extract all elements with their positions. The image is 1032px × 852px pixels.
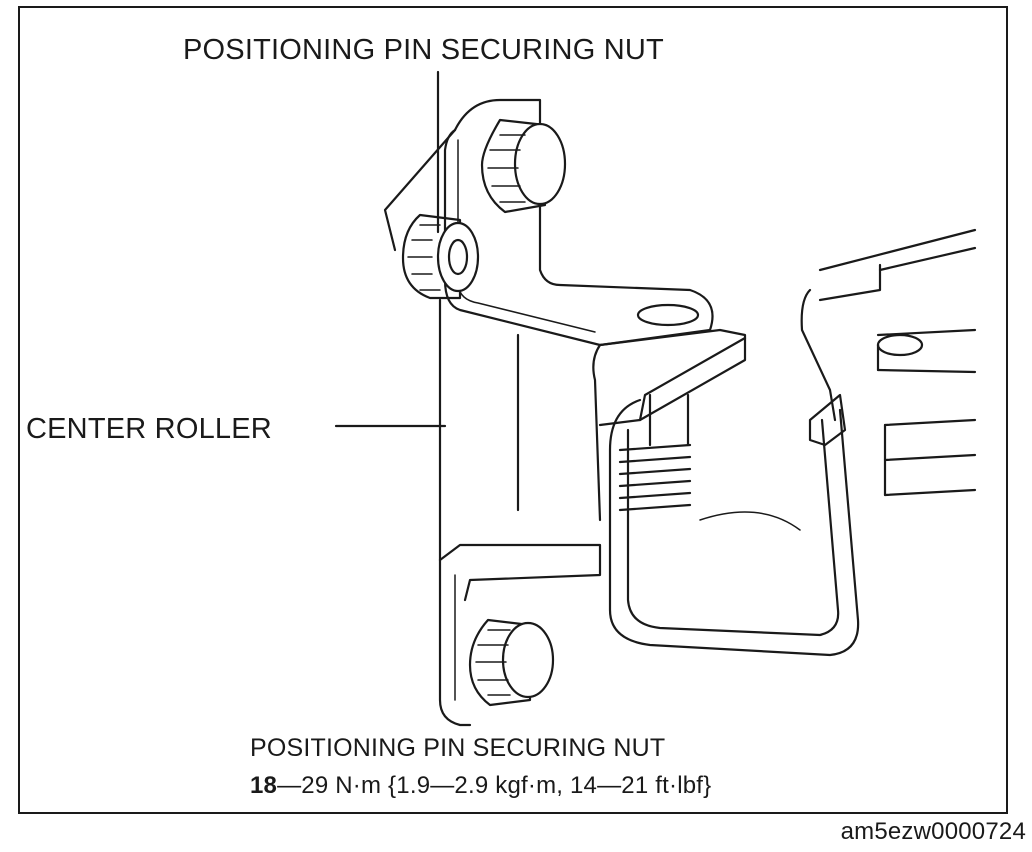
bracket-diagonal [383,128,457,252]
track-rollers-icon [876,328,977,497]
inner-post-right [592,343,602,522]
upper-bolt-icon [480,118,567,214]
bracket-left-edge [438,298,472,727]
torque-min-value: 18 [250,772,278,799]
track-slot [808,393,847,447]
diagram-frame [18,6,1008,814]
track-lip [818,263,882,302]
lower-bolt-icon [468,618,555,707]
roller-arm-u [608,398,860,657]
spring-icon [618,393,692,512]
upper-plate-hole [636,303,700,327]
torque-spec-value: 18—29 N·m {1.9—2.9 kgf·m, 14—21 ft·lbf} [250,772,711,800]
roller-arm-side [638,336,747,422]
image-reference-id: am5ezw0000724 [840,818,1026,845]
positioning-pin-nut-icon [401,213,480,300]
center-roller-label: CENTER ROLLER [26,413,272,445]
roller-arm-top [598,328,747,427]
positioning-pin-nut-label: POSITIONING PIN SECURING NUT [183,34,664,66]
torque-spec-title: POSITIONING PIN SECURING NUT [250,734,666,762]
track-top-2 [878,246,977,272]
torque-range-text: —29 N·m {1.9—2.9 kgf·m, 14—21 ft·lbf} [277,772,712,799]
track-body [800,288,837,422]
roller-arm-curve [699,511,801,531]
upper-plate [443,98,714,347]
track-top [818,228,977,272]
lower-plate [438,543,602,602]
roller-arm-u-inner [626,418,840,637]
